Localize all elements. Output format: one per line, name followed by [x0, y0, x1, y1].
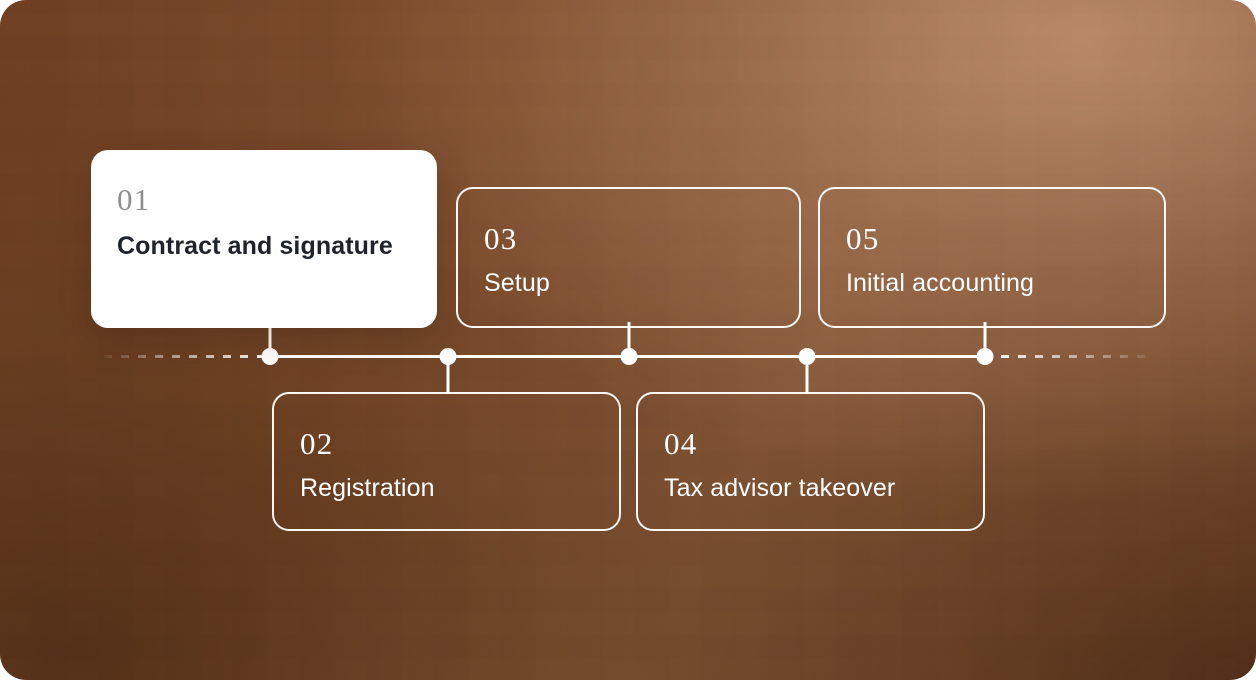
step-number-05: 05: [846, 221, 880, 256]
timeline-node-dot-02[interactable]: [439, 348, 457, 365]
timeline-dashed-line-right: [984, 355, 1154, 358]
timeline-node-dot-01[interactable]: [261, 348, 279, 365]
connector-stem-step-05: [983, 322, 987, 358]
step-title-04: Tax advisor takeover: [664, 474, 896, 502]
connector-stem-step-02: [446, 354, 450, 394]
timeline-dashed-line-left: [104, 355, 272, 358]
step-card-02[interactable]: 02 Registration: [272, 392, 621, 531]
step-number-01: 01: [117, 182, 151, 217]
connector-stem-step-01: [268, 322, 272, 358]
timeline-node-dot-04[interactable]: [798, 348, 816, 365]
step-card-03[interactable]: 03 Setup: [456, 187, 801, 328]
step-card-04[interactable]: 04 Tax advisor takeover: [636, 392, 985, 531]
step-title-01: Contract and signature: [117, 232, 393, 260]
connector-stem-step-04: [805, 354, 809, 394]
connector-stem-step-03: [627, 322, 631, 358]
step-number-04: 04: [664, 426, 698, 461]
step-title-05: Initial accounting: [846, 269, 1035, 297]
step-number-02: 02: [300, 426, 334, 461]
step-title-03: Setup: [484, 269, 550, 297]
step-number-03: 03: [484, 221, 518, 256]
step-card-01[interactable]: 01 Contract and signature: [91, 150, 437, 328]
step-title-02: Registration: [300, 474, 435, 502]
timeline-node-dot-05[interactable]: [976, 348, 994, 365]
step-card-05[interactable]: 05 Initial accounting: [818, 187, 1166, 328]
timeline-node-dot-03[interactable]: [620, 348, 638, 365]
